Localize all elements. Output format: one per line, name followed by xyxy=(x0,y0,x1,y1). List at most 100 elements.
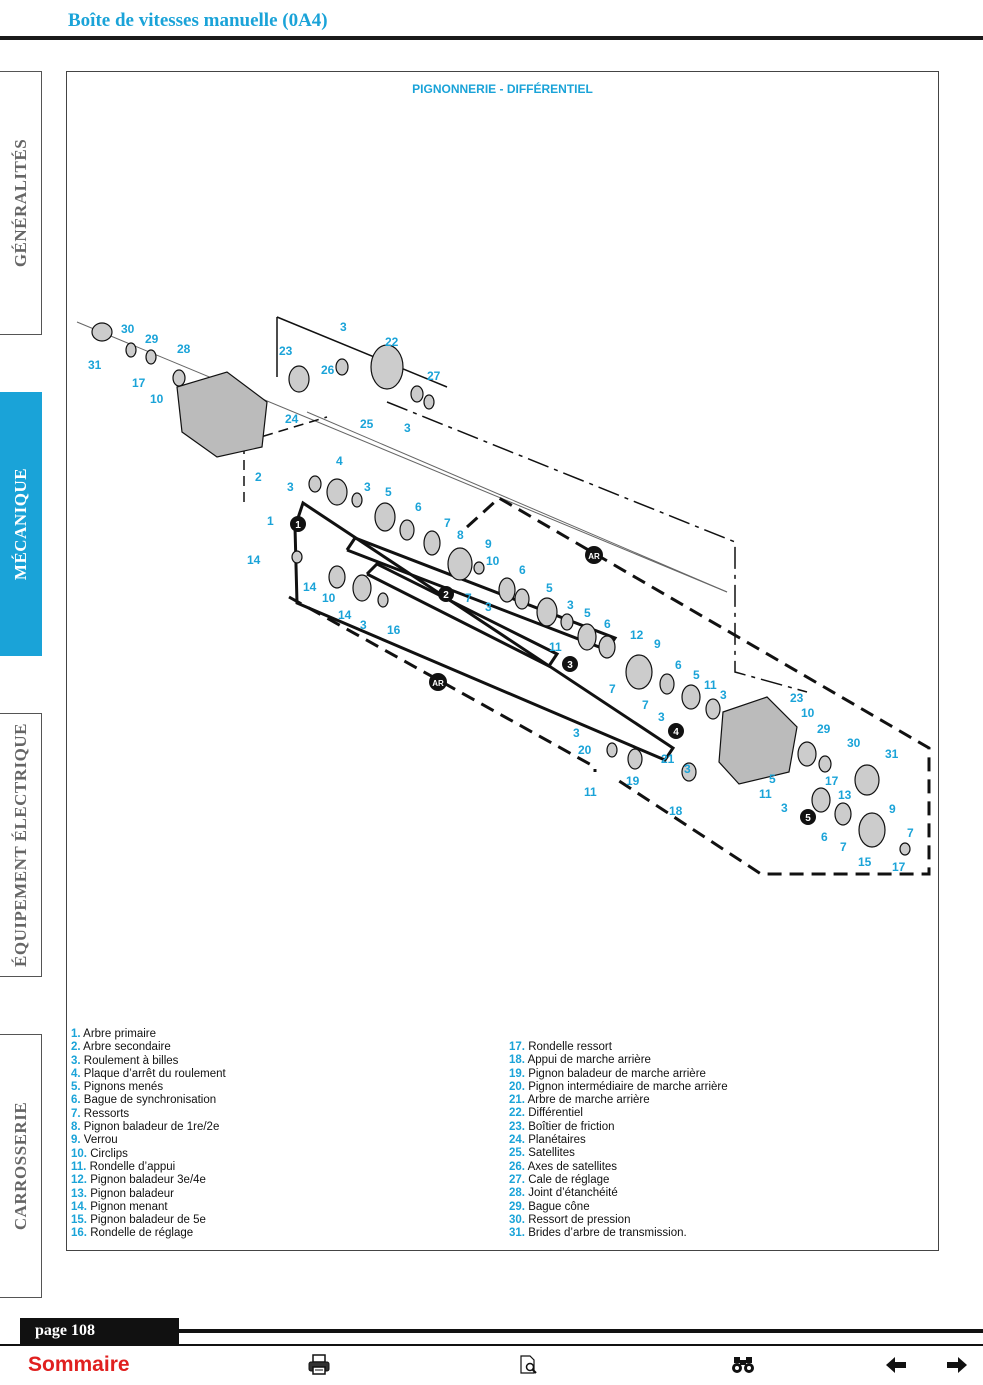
legend-item: 26. Axes de satellites xyxy=(509,1160,618,1173)
legend-item: 4. Plaque d’arrêt du roulement xyxy=(71,1067,226,1080)
callout-3: 3 xyxy=(567,598,574,612)
callout-7: 7 xyxy=(840,840,847,854)
callout-30: 30 xyxy=(121,322,135,336)
callout-30: 30 xyxy=(847,736,861,750)
callout-3: 3 xyxy=(658,710,665,724)
legend-item: 6. Bague de synchronisation xyxy=(71,1094,217,1107)
callout-6: 6 xyxy=(519,563,526,577)
callout-17: 17 xyxy=(892,860,906,874)
callout-10: 10 xyxy=(801,706,815,720)
legend-item: 10. Circlips xyxy=(71,1147,128,1160)
callout-4: 4 xyxy=(336,454,343,468)
tab-carrosserie[interactable]: CARROSSERIE xyxy=(0,1034,42,1298)
binoculars-icon[interactable] xyxy=(731,1354,755,1376)
legend-item: 13. Pignon baladeur xyxy=(71,1187,174,1200)
part-callouts: 30 29 28 31 17 10 3 22 23 26 27 24 25 3 … xyxy=(88,320,914,874)
legend-item: 11. Rondelle d’appui xyxy=(71,1160,176,1173)
callout-5: 5 xyxy=(693,668,700,682)
legend-item: 28. Joint d’étanchéité xyxy=(509,1187,618,1200)
svg-text:1: 1 xyxy=(295,520,301,531)
arrow-left-icon[interactable] xyxy=(884,1354,908,1376)
callout-19: 19 xyxy=(626,774,640,788)
gear-badge-2e: 2 xyxy=(438,586,454,602)
legend-item: 8. Pignon baladeur de 1re/2e xyxy=(71,1121,220,1134)
svg-text:5: 5 xyxy=(805,813,811,824)
callout-3: 3 xyxy=(360,618,367,632)
callout-10: 10 xyxy=(486,554,500,568)
callout-22: 22 xyxy=(385,335,399,349)
sommaire-link[interactable]: Sommaire xyxy=(28,1353,130,1376)
legend-left-column: 1. Arbre primaire 2. Arbre secondaire 3.… xyxy=(71,1028,226,1241)
gear-badge-5e: 5 xyxy=(800,809,816,825)
callout-29: 29 xyxy=(817,722,831,736)
callout-29: 29 xyxy=(145,332,159,346)
gear-badge-1e: 1 xyxy=(290,516,306,532)
callout-31: 31 xyxy=(88,358,102,372)
callout-6: 6 xyxy=(604,617,611,631)
legend-item: 20. Pignon intermédiaire de marche arriè… xyxy=(509,1080,728,1093)
legend-item: 23. Boîtier de friction xyxy=(509,1120,615,1133)
callout-16: 16 xyxy=(387,623,401,637)
footer-rule xyxy=(179,1329,983,1333)
callout-9: 9 xyxy=(654,637,661,651)
callout-24: 24 xyxy=(285,412,299,426)
callout-5: 5 xyxy=(584,606,591,620)
callout-3: 3 xyxy=(684,762,691,776)
callout-6: 6 xyxy=(675,658,682,672)
content-frame: PIGNONNERIE - DIFFÉRENTIEL xyxy=(66,71,939,1251)
legend-item: 14. Pignon menant xyxy=(71,1200,168,1213)
legend-item: 30. Ressort de pression xyxy=(509,1213,631,1226)
svg-text:AR: AR xyxy=(432,679,444,688)
gear-badge-3e: 3 xyxy=(562,656,578,672)
callout-27: 27 xyxy=(427,369,441,383)
callout-7: 7 xyxy=(609,682,616,696)
callout-3: 3 xyxy=(364,480,371,494)
svg-text:2: 2 xyxy=(443,590,449,601)
callout-18: 18 xyxy=(669,804,683,818)
callout-5: 5 xyxy=(385,485,392,499)
legend-item: 7. Ressorts xyxy=(71,1107,130,1120)
section-title: PIGNONNERIE - DIFFÉRENTIEL xyxy=(412,82,593,96)
callout-15: 15 xyxy=(858,855,872,869)
callout-6: 6 xyxy=(415,500,422,514)
callout-7: 7 xyxy=(642,698,649,712)
arrow-right-icon[interactable] xyxy=(945,1354,969,1376)
legend-item: 24. Planétaires xyxy=(509,1134,586,1147)
callout-11: 11 xyxy=(704,678,717,692)
callout-3: 3 xyxy=(573,726,580,740)
callout-31: 31 xyxy=(885,747,899,761)
page-title: Boîte de vitesses manuelle (0A4) xyxy=(68,10,328,31)
callout-9: 9 xyxy=(889,802,896,816)
legend-item: 21. Arbre de marche arrière xyxy=(509,1094,650,1107)
callout-10: 10 xyxy=(150,392,164,406)
callout-14: 14 xyxy=(303,580,317,594)
gear-badge-ar: AR xyxy=(585,546,603,564)
callout-11: 11 xyxy=(759,787,772,801)
legend-item: 15. Pignon baladeur de 5e xyxy=(71,1214,206,1227)
legend-item: 22. Différentiel xyxy=(509,1107,583,1120)
legend-item: 9. Verrou xyxy=(71,1134,118,1147)
callout-17: 17 xyxy=(825,774,839,788)
legend-item: 18. Appui de marche arrière xyxy=(509,1054,651,1067)
legend-item: 16. Rondelle de réglage xyxy=(71,1227,194,1240)
callout-7: 7 xyxy=(444,516,451,530)
callout-23: 23 xyxy=(279,344,293,358)
tab-generalites[interactable]: GÉNÉRALITÉS xyxy=(0,71,42,335)
document-search-icon[interactable] xyxy=(518,1354,542,1376)
callout-7: 7 xyxy=(465,591,472,605)
callout-14: 14 xyxy=(338,608,352,622)
printer-icon[interactable] xyxy=(307,1354,331,1376)
legend-item: 5. Pignons menés xyxy=(71,1081,164,1094)
legend-item: 31. Brides d’arbre de transmission. xyxy=(509,1227,687,1240)
tab-equipement-electrique[interactable]: ÉQUIPEMENT ÉLECTRIQUE xyxy=(0,713,42,977)
svg-text:AR: AR xyxy=(588,552,600,561)
callout-23: 23 xyxy=(790,691,804,705)
callout-3: 3 xyxy=(287,480,294,494)
tab-mecanique[interactable]: MÉCANIQUE xyxy=(0,392,42,656)
callout-7: 7 xyxy=(907,826,914,840)
callout-3: 3 xyxy=(340,320,347,334)
callout-28: 28 xyxy=(177,342,191,356)
callout-8: 8 xyxy=(457,528,464,542)
callout-20: 20 xyxy=(578,743,592,757)
legend-item: 19. Pignon baladeur de marche arrière xyxy=(509,1067,706,1080)
